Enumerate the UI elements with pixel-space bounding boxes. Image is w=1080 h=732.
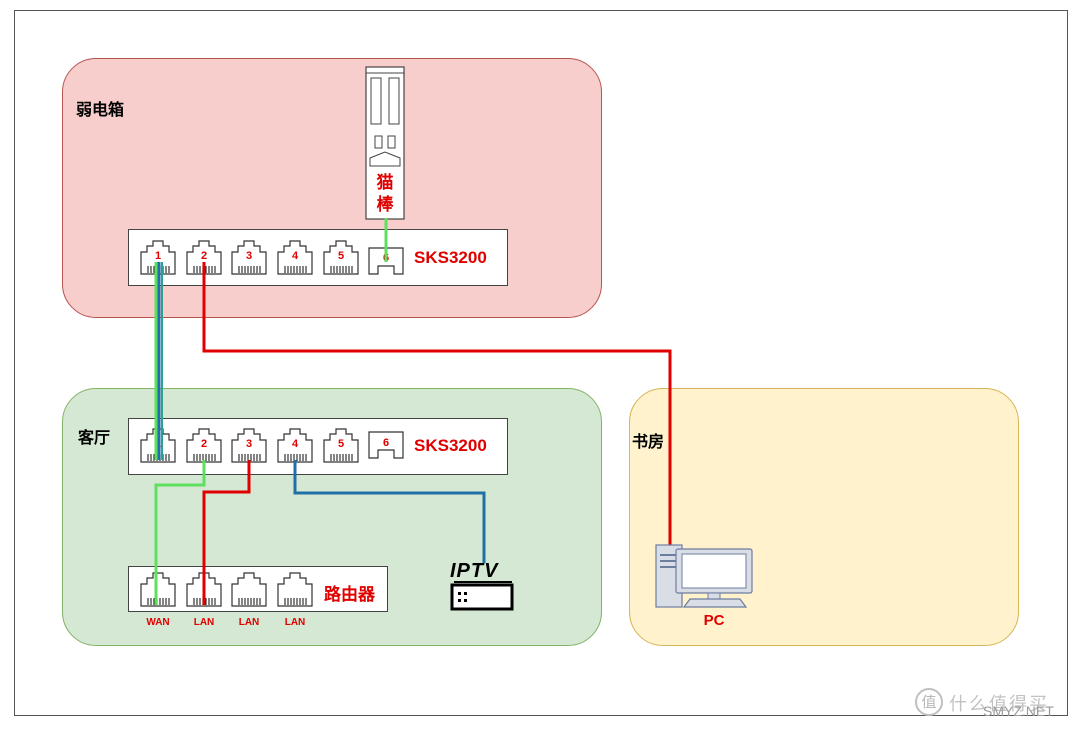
router-port-label-wan: WAN <box>146 617 170 628</box>
watermark-logo-icon: 值 <box>915 688 943 716</box>
zone-label-living-room: 客厅 <box>78 428 111 447</box>
rj45-port <box>230 572 268 608</box>
zone-label-weak-box: 弱电箱 <box>76 100 125 119</box>
port-number: 2 <box>200 250 208 262</box>
router-port-label-lan: LAN <box>284 617 306 628</box>
port-number: 6 <box>382 437 390 449</box>
rj45-port <box>139 572 177 608</box>
iptv-box-icon <box>450 581 514 611</box>
rj45-port: 4 <box>276 240 314 276</box>
router-port-label-lan: LAN <box>193 617 215 628</box>
cable-switch-to-pc <box>202 262 672 545</box>
rj45-port: 5 <box>322 240 360 276</box>
watermark-site: SMYZ.NET <box>983 703 1054 719</box>
rj45-port: 3 <box>230 428 268 464</box>
cable-switch-to-router-lan <box>202 460 251 605</box>
cable-switch-to-iptv <box>293 460 486 563</box>
port-number: 1 <box>154 250 162 262</box>
watermark: 值 什么值得买 SMYZ.NET <box>915 688 1075 724</box>
rj45-port: 4 <box>276 428 314 464</box>
switch-top-name: SKS3200 <box>414 248 487 267</box>
rj45-port: 2 <box>185 428 223 464</box>
sfp-port: 6 <box>367 428 405 464</box>
pc-icon <box>655 544 753 608</box>
rj45-port: 5 <box>322 428 360 464</box>
modem-stick-icon <box>365 66 405 220</box>
router-port-label-lan: LAN <box>238 617 260 628</box>
pc-name: PC <box>703 612 725 629</box>
rj45-port: 3 <box>230 240 268 276</box>
rj45-port: 2 <box>185 240 223 276</box>
switch-living-name: SKS3200 <box>414 436 487 455</box>
port-number: 4 <box>291 250 299 262</box>
router-name: 路由器 <box>324 585 375 604</box>
iptv-name: IPTV <box>450 560 499 582</box>
port-number: 3 <box>245 250 253 262</box>
port-number: 5 <box>337 250 345 262</box>
zone-label-study: 书房 <box>632 432 665 451</box>
port-number: 5 <box>337 438 345 450</box>
rj45-port <box>276 572 314 608</box>
watermark-text: 什么值得买 <box>949 694 1049 715</box>
port-number: 3 <box>245 438 253 450</box>
port-number: 4 <box>291 438 299 450</box>
cable-switch-to-router-wan <box>154 460 206 605</box>
modem-name-line2: 棒 <box>376 195 394 215</box>
modem-name-line1: 猫 <box>376 173 394 193</box>
port-number: 2 <box>200 438 208 450</box>
